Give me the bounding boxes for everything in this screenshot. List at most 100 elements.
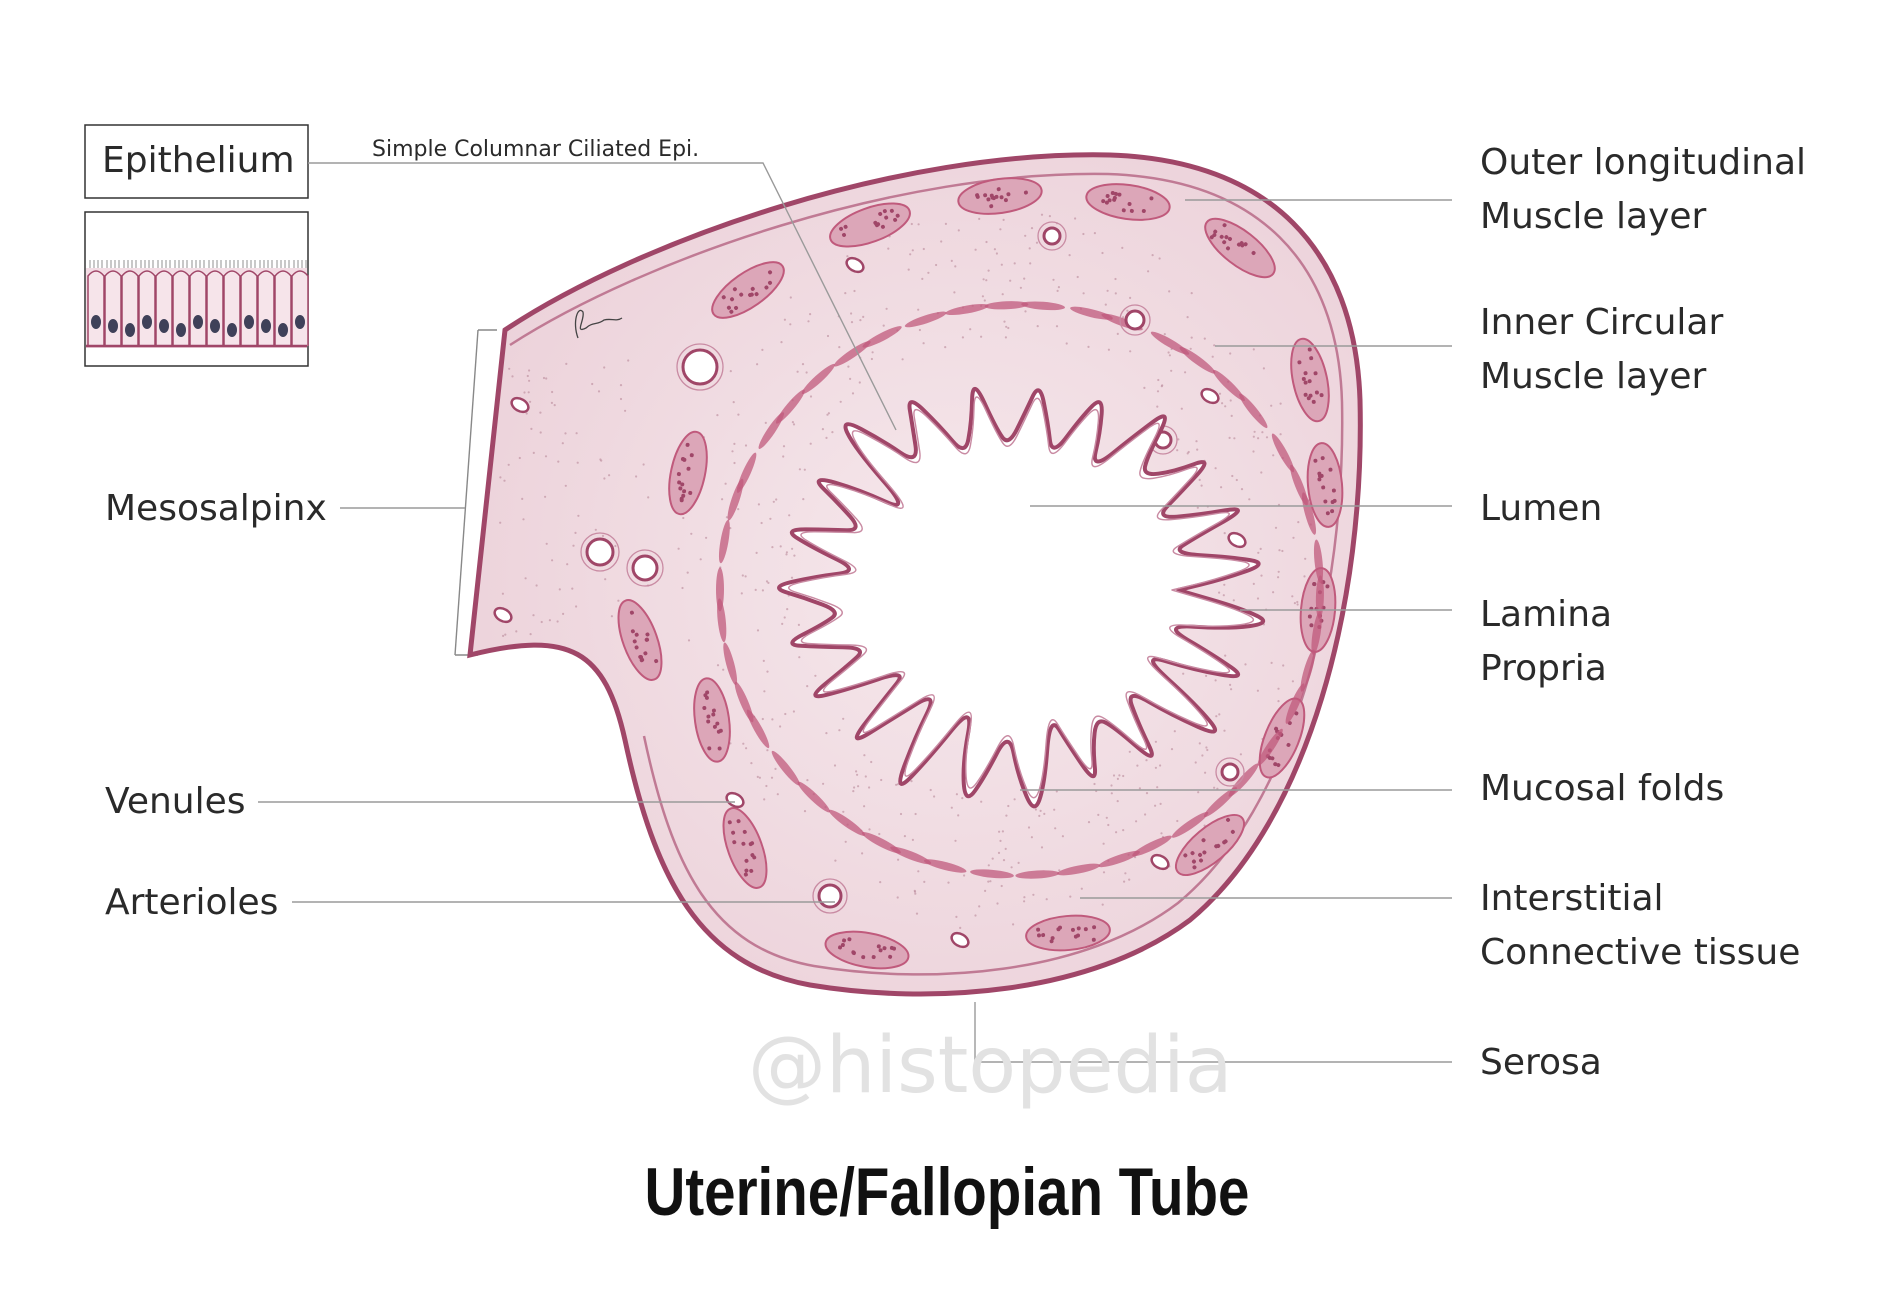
tissue-dot [1197, 791, 1200, 794]
muscle-nucleus [1083, 927, 1088, 932]
tissue-dot [551, 559, 554, 562]
tissue-dot [1184, 371, 1187, 374]
muscle-nucleus [1312, 582, 1317, 587]
tissue-dot [1194, 761, 1197, 764]
muscle-nucleus [680, 456, 685, 461]
muscle-nucleus [889, 945, 894, 950]
tissue-dot [1222, 594, 1225, 597]
tissue-dot [839, 400, 842, 403]
tissue-dot [903, 835, 907, 838]
muscle-nucleus [1050, 936, 1055, 941]
muscle-nucleus [681, 493, 686, 498]
muscle-nucleus [1330, 509, 1335, 514]
tissue-dot [1279, 433, 1282, 436]
muscle-nucleus [1041, 933, 1046, 938]
circular-muscle-fiber [828, 809, 866, 836]
tissue-dot [1252, 435, 1255, 438]
muscle-nucleus [838, 945, 843, 950]
columnar-cell [104, 270, 122, 346]
tissue-dot [1168, 354, 1171, 357]
muscle-nucleus [1325, 511, 1330, 516]
muscle-nucleus [1214, 844, 1219, 849]
muscle-nucleus [743, 872, 748, 877]
tissue-dot [1065, 342, 1068, 345]
tissue-dot [842, 717, 845, 720]
tissue-dot [1101, 251, 1104, 255]
tissue-dot [980, 335, 983, 338]
muscle-nucleus [1110, 191, 1115, 196]
circular-muscle-fiber [890, 846, 932, 865]
tissue-dot [1163, 333, 1166, 336]
tissue-dot [1035, 241, 1039, 244]
tissue-dot [764, 421, 767, 424]
tissue-dot [1256, 597, 1260, 600]
inner-circular-label-2: Muscle layer [1480, 356, 1707, 397]
tissue-dot [1277, 570, 1280, 573]
cell-nucleus [91, 315, 101, 329]
venule [510, 396, 530, 414]
tissue-dot [1190, 336, 1193, 339]
tissue-dot [833, 764, 837, 767]
muscle-nucleus [842, 938, 847, 943]
tissue-dot [770, 776, 774, 779]
arteriole-wall [676, 343, 724, 391]
tissue-dot [499, 476, 502, 479]
tissue-dot [1233, 437, 1236, 440]
tissue-dot [1297, 521, 1300, 524]
tissue-dot [758, 776, 762, 779]
arteriole-wall [626, 549, 664, 587]
tissue-dot [803, 810, 807, 813]
muscle-nucleus [1183, 853, 1188, 858]
tissue-dot [944, 346, 947, 349]
muscle-nucleus [1319, 393, 1324, 398]
circular-muscle-fiber [1150, 331, 1190, 355]
tissue-dot [1024, 310, 1027, 313]
circular-muscle-fiber [984, 301, 1029, 310]
tissue-dot [716, 664, 720, 667]
tissue-dot [627, 359, 630, 362]
tissue-dot [532, 451, 535, 454]
tissue-dot [982, 278, 985, 281]
muscle-nucleus [1112, 195, 1117, 200]
tissue-dot [1106, 289, 1109, 292]
tissue-dot [1214, 679, 1217, 682]
tissue-dot [619, 397, 623, 401]
tissue-dot [961, 336, 965, 339]
tissue-dot [1048, 215, 1051, 218]
tissue-dot [805, 371, 808, 374]
tissue-dot [1170, 748, 1174, 751]
tissue-dot [1303, 575, 1306, 578]
muscle-nucleus [888, 954, 893, 959]
venule [1150, 853, 1170, 871]
tissue-dot [1229, 683, 1232, 687]
tissue-dot [766, 670, 769, 673]
tissue-dot [1223, 729, 1226, 732]
tissue-dot [1128, 750, 1131, 753]
tissue-dot [870, 357, 874, 361]
muscle-nucleus [679, 498, 684, 503]
tissue-dot [790, 576, 794, 579]
tissue-dot [525, 412, 528, 415]
muscle-nucleus [629, 610, 634, 615]
tissue-dot [909, 253, 912, 256]
tissue-dot [899, 812, 903, 816]
tissue-dot [504, 633, 507, 636]
tissue-dot [825, 436, 828, 439]
tissue-dot [935, 263, 938, 267]
tissue-dot [761, 717, 764, 721]
venule [1200, 387, 1220, 405]
muscle-nucleus [1121, 208, 1126, 213]
tissue-dot [1232, 599, 1235, 602]
tissue-dot [782, 455, 785, 458]
inner-circular-muscle [715, 301, 1324, 879]
tissue-dot [1061, 835, 1064, 838]
muscle-nucleus [768, 280, 773, 285]
tissue-dot [783, 616, 786, 619]
tissue-dot [521, 497, 524, 500]
tissue-dot [591, 382, 594, 386]
circular-muscle-fiber [1239, 393, 1268, 429]
muscle-nucleus [1073, 934, 1078, 939]
tissue-dot [953, 291, 956, 294]
tissue-dot [594, 528, 597, 531]
muscle-nucleus [707, 746, 712, 751]
